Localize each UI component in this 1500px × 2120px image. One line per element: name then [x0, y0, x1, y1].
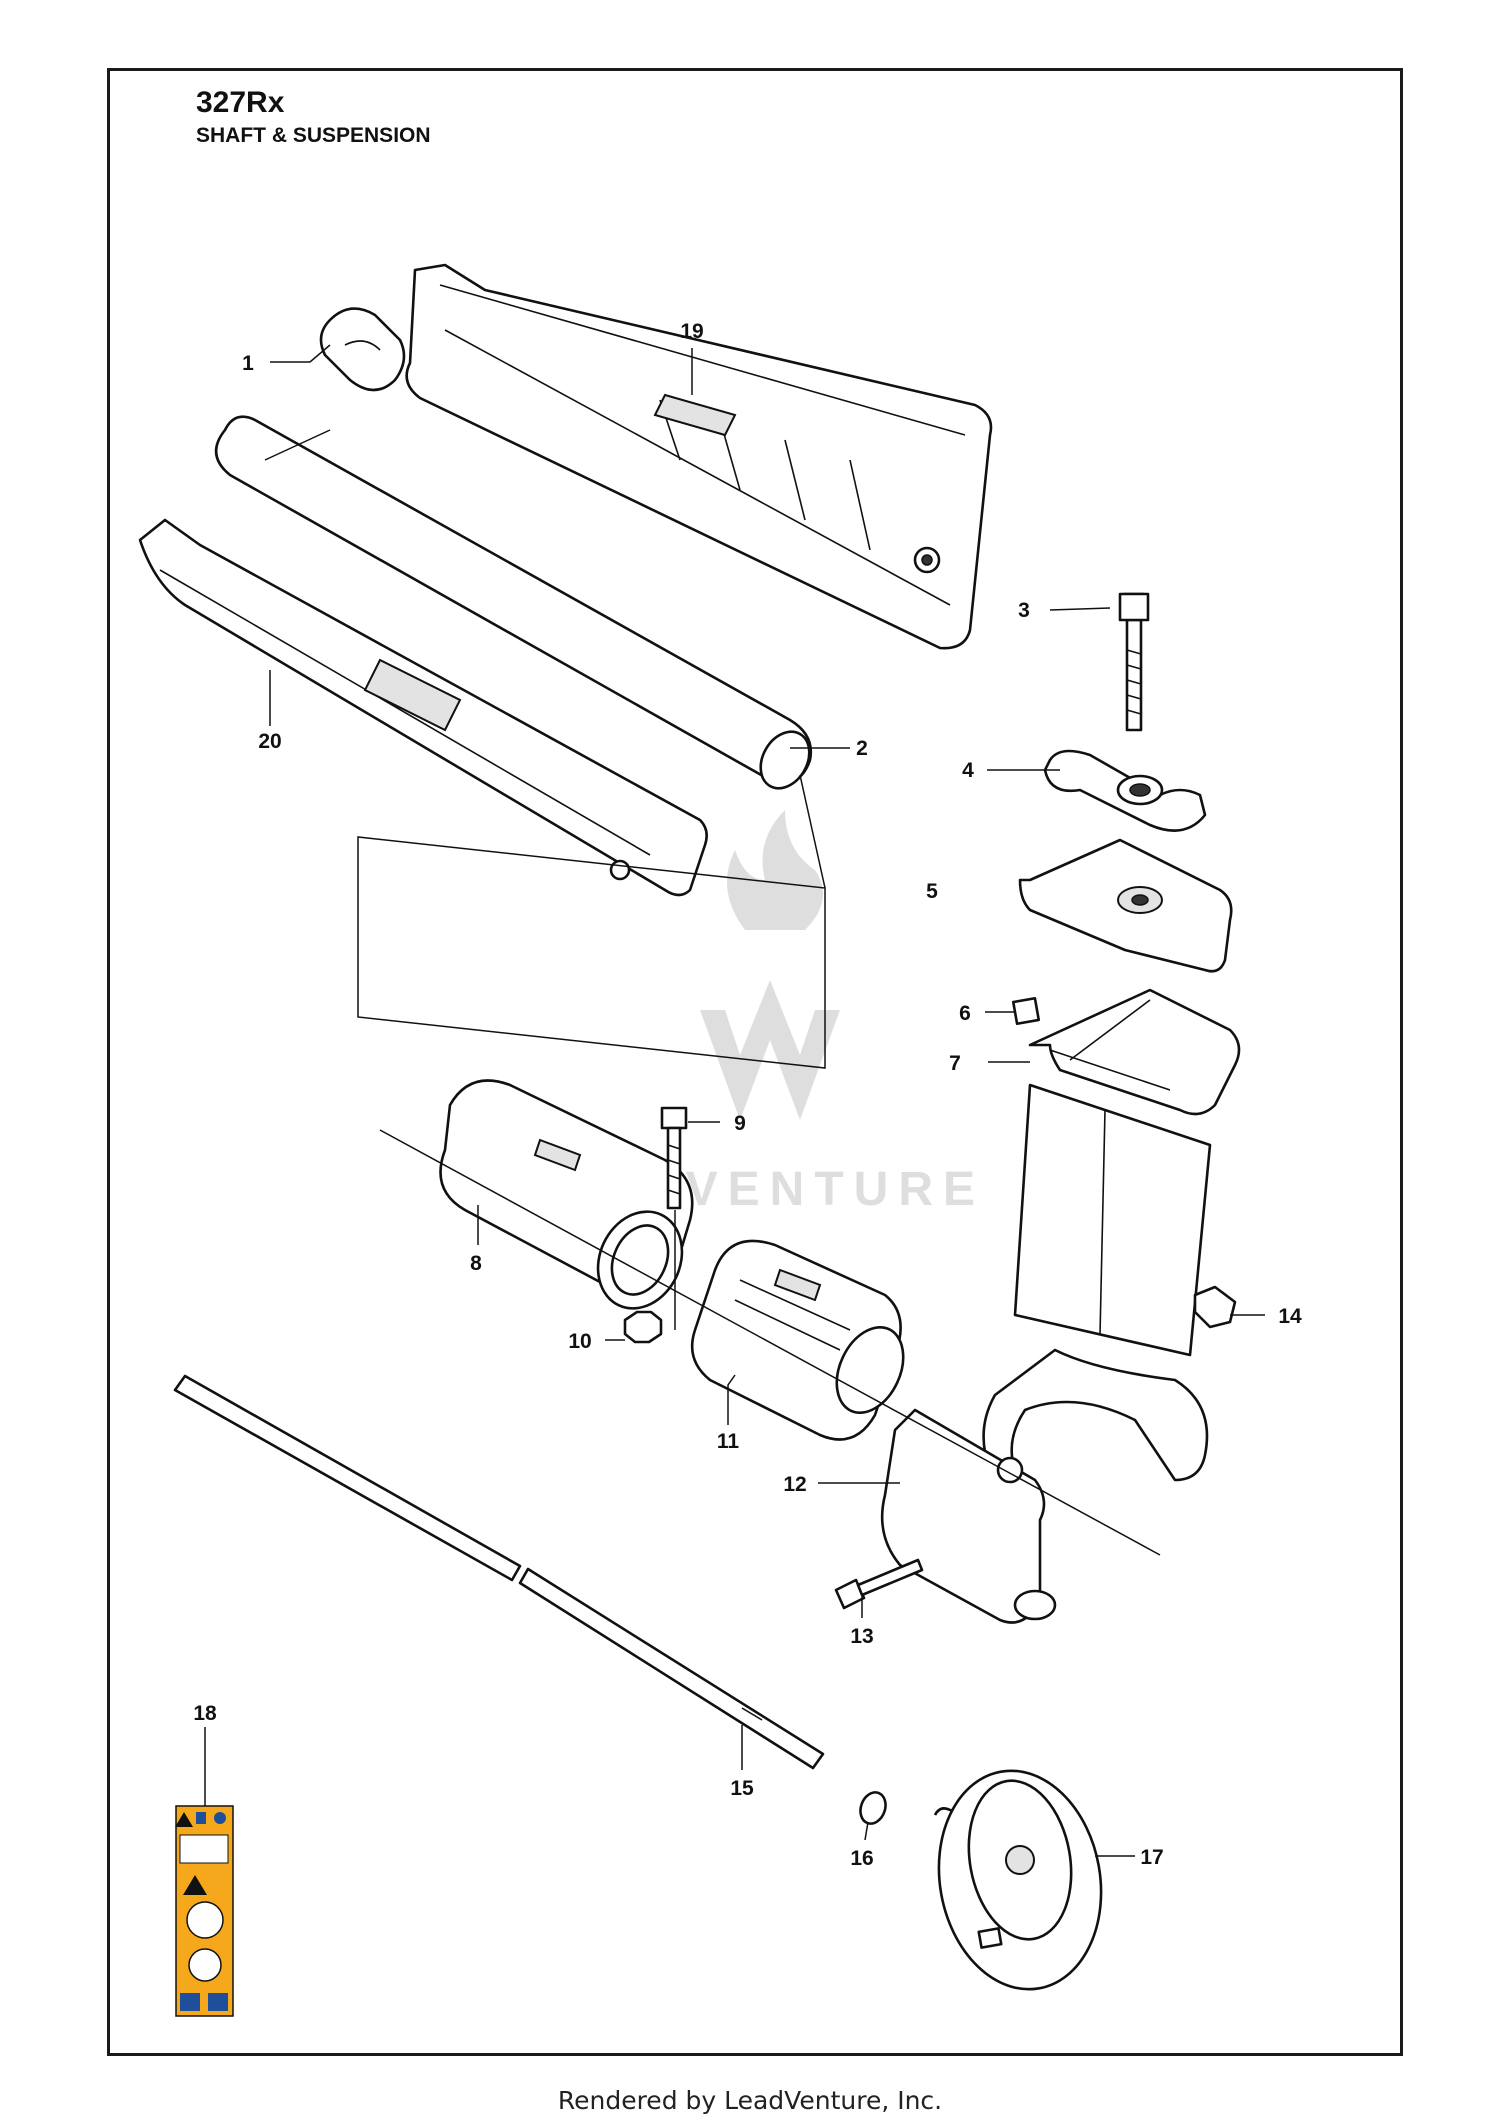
leader-lines: [204, 344, 1265, 1857]
part-4-knob[interactable]: [1043, 749, 1207, 832]
part-2-tube[interactable]: [214, 415, 819, 797]
callout-17: 17: [1140, 1846, 1163, 1869]
callout-1: 1: [242, 352, 254, 375]
part-18-decal[interactable]: [175, 1805, 234, 2017]
part-5-cap[interactable]: [1018, 838, 1233, 973]
callout-16: 16: [850, 1847, 873, 1870]
part-12-clamp[interactable]: [880, 1408, 1057, 1624]
callout-10: 10: [568, 1330, 591, 1353]
model-number: 327Rx: [196, 86, 285, 119]
callout-15: 15: [730, 1777, 754, 1800]
callout-18: 18: [193, 1702, 217, 1725]
callout-4: 4: [962, 759, 974, 782]
part-1-bumper[interactable]: [319, 307, 406, 392]
alignment-box: [357, 836, 826, 1069]
callout-13: 13: [850, 1625, 873, 1648]
callout-12: 12: [783, 1473, 806, 1496]
part-3-bolt[interactable]: [1118, 592, 1150, 732]
callout-9: 9: [734, 1112, 746, 1135]
callout-11: 11: [717, 1430, 740, 1453]
part-13-screw[interactable]: [834, 1558, 924, 1610]
section-title: SHAFT & SUSPENSION: [196, 124, 431, 147]
callout-8: 8: [470, 1252, 482, 1275]
part-17-clutch-drum[interactable]: [922, 1758, 1118, 2002]
callout-2: 2: [856, 737, 868, 760]
callout-5: 5: [926, 880, 938, 903]
footer-credit: Rendered by LeadVenture, Inc.: [557, 2086, 943, 2115]
part-10-nut[interactable]: [623, 1310, 663, 1344]
callout-labels: 1 2 3 4 5 6 7 8 9 10 11 12 13 14 15 16 1…: [193, 320, 1302, 1870]
callout-20: 20: [258, 730, 281, 753]
part-14-knob[interactable]: [1193, 1285, 1237, 1329]
part-8-clamp[interactable]: [439, 1079, 698, 1323]
part-20-handle-half[interactable]: [138, 518, 708, 897]
callout-7: 7: [949, 1052, 961, 1075]
callout-19: 19: [680, 320, 703, 343]
alignment-line: [799, 774, 826, 889]
part-9-bolt[interactable]: [660, 1106, 688, 1210]
diagram-frame: [107, 68, 1403, 2056]
callout-14: 14: [1278, 1305, 1302, 1328]
part-15-drive-shaft[interactable]: [173, 1374, 825, 1770]
callout-3: 3: [1018, 599, 1030, 622]
part-11-sleeve[interactable]: [690, 1239, 916, 1441]
part-7-handle[interactable]: [982, 988, 1241, 1482]
assembly-axis: [379, 1129, 1161, 1556]
part-6-square-nut[interactable]: [1011, 996, 1041, 1026]
callout-6: 6: [959, 1002, 971, 1025]
part-16-o-ring[interactable]: [856, 1789, 889, 1827]
part-19-handle-half[interactable]: [405, 263, 993, 650]
